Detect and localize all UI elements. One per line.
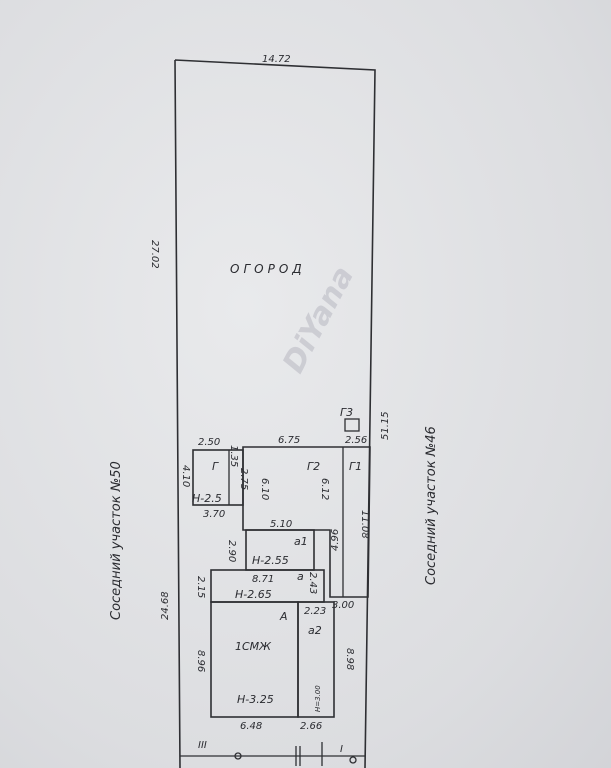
corner-post: [349, 756, 357, 764]
a2-label: а2: [308, 624, 322, 637]
neighbor-right-label: Соседний участок №46: [424, 426, 439, 585]
g-dim-left: 4.10: [180, 465, 191, 487]
a-dim-right: 2.43: [307, 572, 318, 594]
dim-plot-top: 14.72: [262, 54, 291, 65]
g2-dim-bottom: 5.10: [270, 519, 292, 530]
a-height: Н-2.65: [235, 588, 272, 601]
building-g2-g1: [242, 446, 371, 598]
a1-label: а1: [294, 535, 308, 548]
garden-label: ОГОРОД: [230, 262, 306, 276]
house-name: 1СМЖ: [235, 640, 272, 653]
g2-dim-left: 6.10: [259, 478, 270, 500]
g3-label: Г3: [340, 406, 353, 419]
gate-post: [234, 752, 242, 760]
house-dim-left: 8.96: [195, 650, 206, 672]
dim-plot-left-lower: 24.68: [160, 591, 171, 620]
neighbor-left-label: Соседний участок №50: [109, 461, 124, 620]
roman-i: I: [340, 744, 343, 755]
g2-dim-right: 6.12: [319, 478, 330, 500]
building-g3: [344, 418, 360, 432]
a2-dim-bottom: 2.66: [300, 721, 322, 732]
house-label: А: [279, 610, 288, 623]
g1-dim-bottom: 3.00: [332, 600, 354, 611]
g-dim-inner: 2.75: [238, 468, 249, 490]
g-height: Н-2.5: [192, 492, 222, 505]
a1-dim-left: 2.90: [226, 540, 237, 562]
g2-dim-top: 6.75: [278, 435, 300, 446]
a1-height: Н-2.55: [252, 554, 289, 567]
g-dim-right: 1.35: [228, 445, 239, 467]
a2-height: Н=3.00: [314, 685, 322, 712]
watermark: DiYana: [276, 261, 361, 379]
g-dim-bottom: 3.70: [203, 509, 225, 520]
a-label: а: [297, 570, 304, 583]
a2-dim-right: 8.98: [344, 648, 355, 670]
dim-plot-left-upper: 27.02: [149, 240, 160, 269]
g1-label: Г1: [349, 460, 362, 473]
a-dim-top: 8.71: [252, 574, 274, 585]
building-a2: [297, 601, 335, 718]
g1-dim-right: 11.08: [359, 510, 370, 539]
g1-dim-top: 2.56: [345, 435, 367, 446]
a-dim-left: 2.15: [195, 576, 206, 598]
house-height: Н-3.25: [237, 693, 274, 706]
g-dim-top: 2.50: [198, 437, 220, 448]
building-g: [192, 449, 244, 506]
house-dim-bottom: 6.48: [240, 721, 262, 732]
roman-iii: III: [198, 740, 207, 751]
g1-dim-inner: 4.96: [330, 529, 341, 551]
dim-plot-right: 51.15: [380, 411, 391, 440]
g2-label: Г2: [307, 460, 320, 473]
a2-dim-top: 2.23: [304, 606, 326, 617]
g-label: Г: [212, 460, 219, 473]
